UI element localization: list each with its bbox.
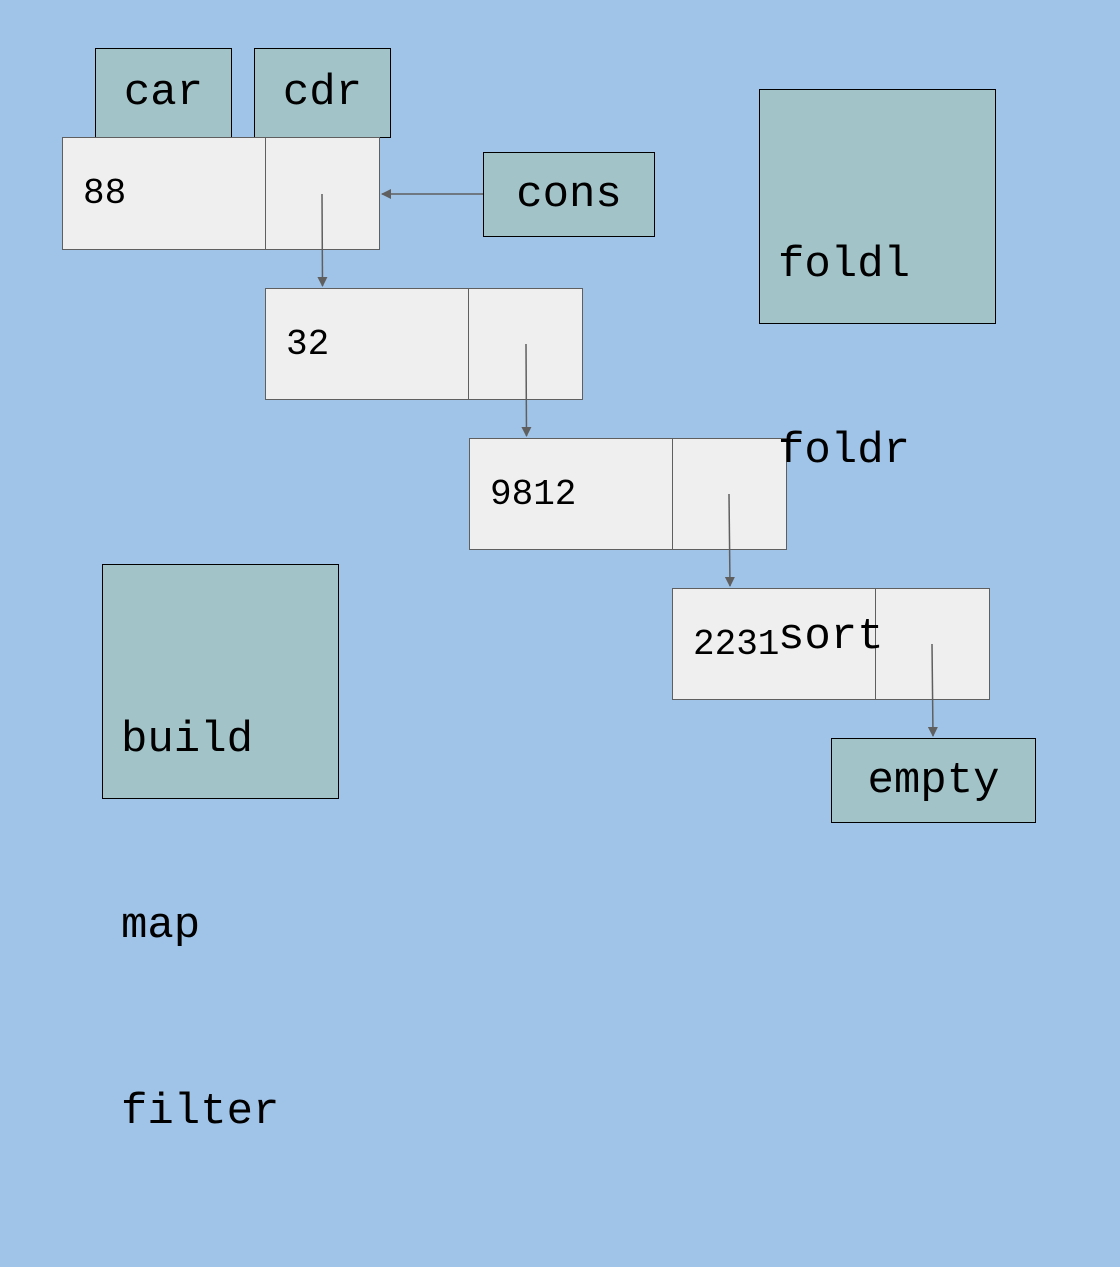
next-pointer-arrow xyxy=(317,193,328,287)
empty-pointer-arrow xyxy=(927,643,938,737)
cons-cell: 88 xyxy=(62,137,380,250)
car-label-box: car xyxy=(95,48,232,138)
cons-cell: 9812 xyxy=(469,438,787,550)
cdr-label: cdr xyxy=(282,68,363,118)
empty-label-box: empty xyxy=(831,738,1036,823)
next-pointer-arrow xyxy=(521,343,532,437)
function-name: build xyxy=(121,715,254,765)
cell-car: 88 xyxy=(63,138,266,249)
function-name: map xyxy=(121,901,201,951)
empty-label: empty xyxy=(867,755,1000,806)
cell-car: 9812 xyxy=(470,439,673,549)
cell-car: 32 xyxy=(266,289,469,399)
car-label: car xyxy=(123,68,204,118)
function-name: foldl xyxy=(778,240,911,290)
cell-value: 2231 xyxy=(693,623,780,665)
function-name: sort xyxy=(778,612,884,662)
cons-cell: 2231 xyxy=(672,588,990,700)
fold-functions-box: foldl foldr sort xyxy=(759,89,996,662)
next-pointer-arrow xyxy=(724,493,735,587)
cell-value: 88 xyxy=(83,173,127,214)
cell-car: 2231 xyxy=(673,589,876,699)
arrows-layer xyxy=(317,189,938,737)
function-name: filter xyxy=(121,1087,280,1137)
cell-value: 9812 xyxy=(490,473,577,515)
cons-cell: 32 xyxy=(265,288,583,400)
linked-list-diagram: car cdr 88 32 9812 2231 cons empty xyxy=(62,48,1036,1137)
cons-label: cons xyxy=(516,169,622,220)
cell-value: 32 xyxy=(286,323,330,365)
cons-label-box: cons xyxy=(483,152,655,237)
function-name: foldr xyxy=(778,426,911,476)
